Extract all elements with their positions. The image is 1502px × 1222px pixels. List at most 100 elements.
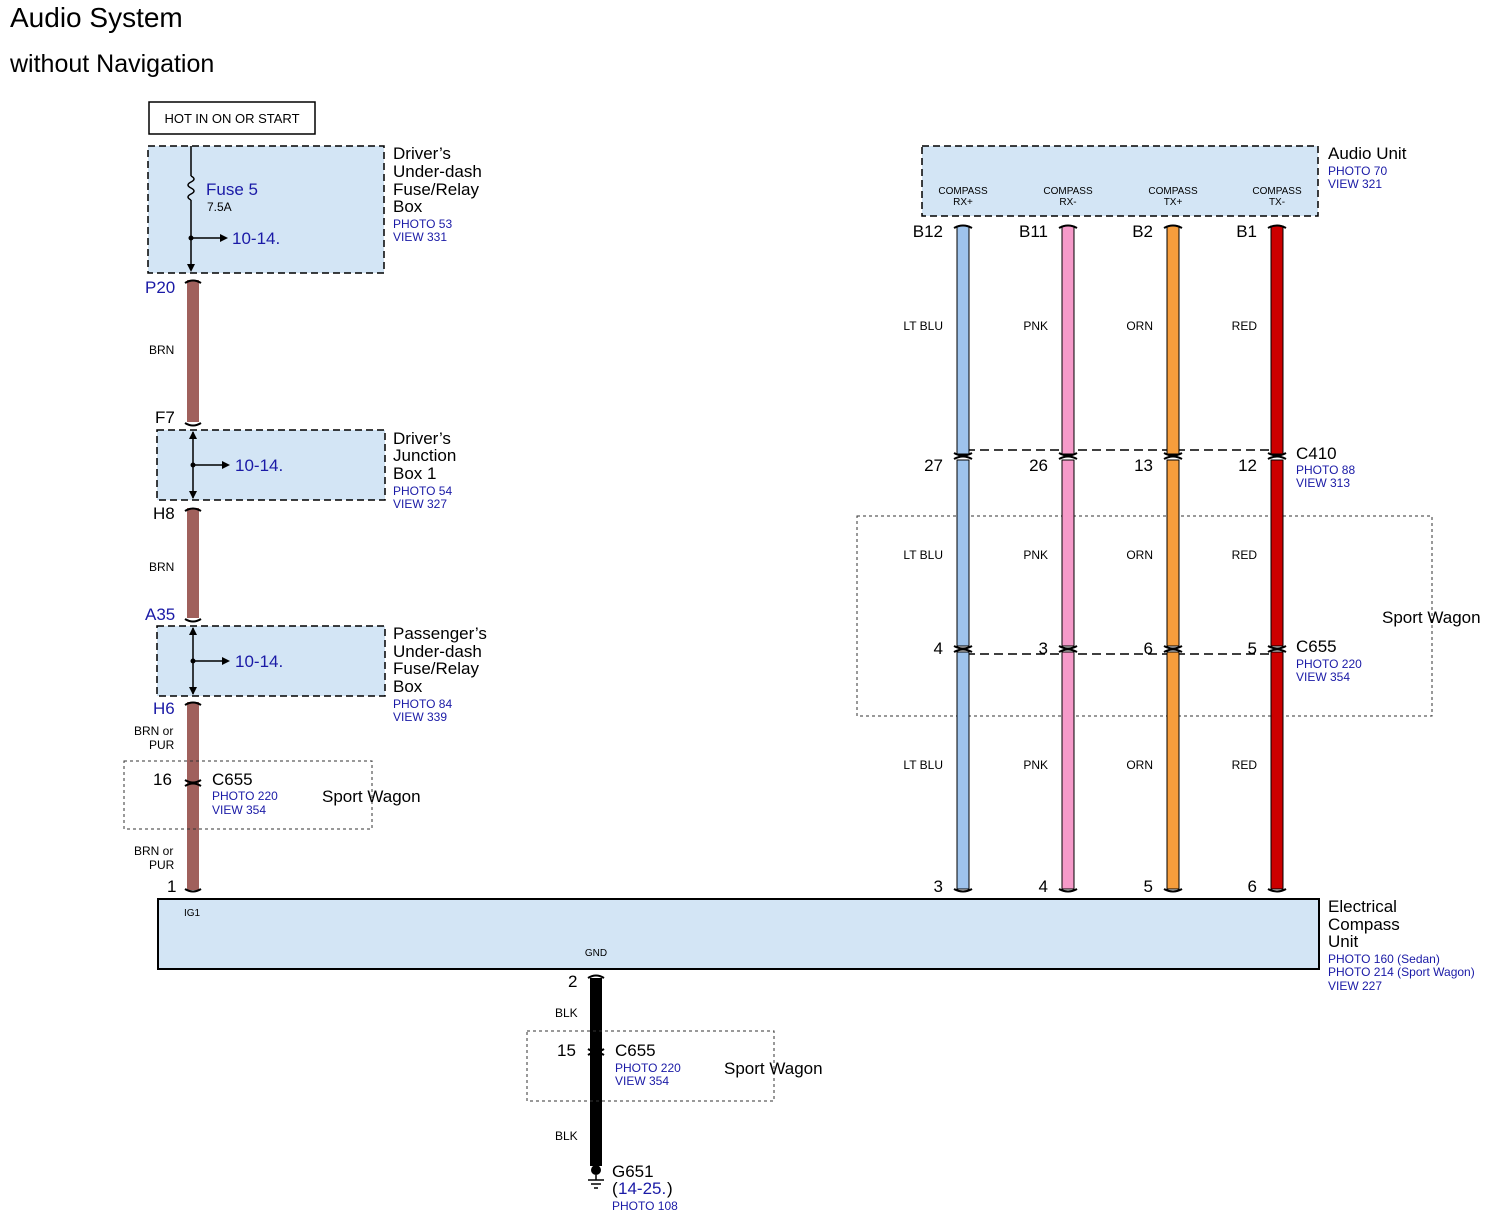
compass-pin-red: 6 xyxy=(1248,877,1257,896)
wire-lt-blu-seg-1 xyxy=(956,225,970,455)
sport-wagon-region-ground xyxy=(526,1030,775,1102)
compass-unit-name-1: Electrical xyxy=(1328,897,1397,916)
c655-ground-name: C655 xyxy=(615,1041,656,1060)
compass-gnd-terminal: GND xyxy=(585,948,607,959)
connector-symbol-pnk-5 xyxy=(1058,648,1078,653)
c410-view-link[interactable]: VIEW 313 xyxy=(1296,476,1350,490)
wire-brn-pur xyxy=(187,702,199,890)
wire-label-orn-2: ORN xyxy=(1126,548,1153,562)
audio-unit-view-link[interactable]: VIEW 321 xyxy=(1328,177,1382,191)
sport-wagon-region-signal xyxy=(856,515,1433,717)
audio-pin-pnk: B11 xyxy=(1019,222,1048,241)
c655-pin-orn: 6 xyxy=(1144,639,1153,658)
connector-symbol-lt-blu-3 xyxy=(953,455,973,460)
compass-ig1-terminal: IG1 xyxy=(184,908,201,919)
compass-view-link[interactable]: VIEW 227 xyxy=(1328,979,1382,993)
junction-name-3: Box 1 xyxy=(393,464,436,483)
connector-symbols-power xyxy=(184,279,202,893)
ground-photo-link[interactable]: PHOTO 108 xyxy=(612,1199,678,1213)
wire-label-red-3: RED xyxy=(1232,758,1258,772)
junction-ref-link[interactable]: 10-14. xyxy=(235,456,283,475)
wire-label-orn-3: ORN xyxy=(1126,758,1153,772)
wire-orn-seg-2 xyxy=(1166,459,1180,647)
fuse-box-view-link[interactable]: VIEW 331 xyxy=(393,230,447,244)
sport-wagon-region-power xyxy=(123,760,373,830)
c655-ground-pin: 15 xyxy=(557,1041,576,1060)
connector-symbol-orn-6 xyxy=(1163,888,1183,893)
wire-label-red-1: RED xyxy=(1232,319,1258,333)
wire-label-lt-blu-3: LT BLU xyxy=(903,758,943,772)
wire-label-pnk-3: PNK xyxy=(1023,758,1048,772)
wire-orn-seg-1 xyxy=(1166,225,1180,455)
driver-fuse-box xyxy=(147,145,385,274)
connector-symbol-pnk-3 xyxy=(1058,455,1078,460)
compass-photo-wagon-link[interactable]: PHOTO 214 (Sport Wagon) xyxy=(1328,965,1475,979)
junction-view-link[interactable]: VIEW 327 xyxy=(393,497,447,511)
wire-label-pnk-1: PNK xyxy=(1023,319,1048,333)
wire-label-lt-blu-2: LT BLU xyxy=(903,548,943,562)
audio-unit-box xyxy=(921,145,1319,217)
connector-symbol-red-5 xyxy=(1267,648,1287,653)
pin-f7: F7 xyxy=(155,408,175,427)
connector-symbol-lt-blu-1 xyxy=(953,224,973,229)
pin-h8: H8 xyxy=(153,504,175,523)
compass-unit-box xyxy=(157,898,1320,970)
c655-ground-photo-link[interactable]: PHOTO 220 xyxy=(615,1061,681,1075)
c655-signal-photo-link[interactable]: PHOTO 220 xyxy=(1296,657,1362,671)
fuse-box-name-4: Box xyxy=(393,197,423,216)
fuse-rating: 7.5A xyxy=(207,200,232,214)
fuse-ref-link[interactable]: 10-14. xyxy=(232,229,280,248)
pin-a35: A35 xyxy=(145,605,175,624)
fuse-name: Fuse 5 xyxy=(206,180,258,199)
wire-label-red-2: RED xyxy=(1232,548,1258,562)
c655-pin-lt-blu: 4 xyxy=(934,639,943,658)
page-subtitle: without Navigation xyxy=(10,50,215,78)
c655-ground-view-link[interactable]: VIEW 354 xyxy=(615,1074,669,1088)
page-title: Audio System xyxy=(10,2,183,33)
wire-brn-2 xyxy=(187,508,199,618)
c410-photo-link[interactable]: PHOTO 88 xyxy=(1296,463,1355,477)
c410-pin-pnk: 26 xyxy=(1029,456,1048,475)
c655-pin-red: 5 xyxy=(1248,639,1257,658)
fuse-box-name-3: Fuse/Relay xyxy=(393,180,479,199)
audio-terminal-pnk-bottom: RX- xyxy=(1059,197,1076,208)
connector-symbol-orn-1 xyxy=(1163,224,1183,229)
audio-unit-photo-link[interactable]: PHOTO 70 xyxy=(1328,164,1387,178)
junction-name-1: Driver’s xyxy=(393,429,451,448)
junction-photo-link[interactable]: PHOTO 54 xyxy=(393,484,452,498)
wire-label-brn-2: BRN xyxy=(149,560,174,574)
compass-photo-sedan-link[interactable]: PHOTO 160 (Sedan) xyxy=(1328,952,1440,966)
wire-red-seg-1 xyxy=(1270,225,1284,455)
c655-signal-note: Sport Wagon xyxy=(1382,608,1481,627)
c655-ground-note: Sport Wagon xyxy=(724,1059,823,1078)
passenger-view-link[interactable]: VIEW 339 xyxy=(393,710,447,724)
pin-unit-ig1: 1 xyxy=(167,877,176,896)
passenger-photo-link[interactable]: PHOTO 84 xyxy=(393,697,452,711)
connector-symbol-red-1 xyxy=(1267,224,1287,229)
passenger-name-4: Box xyxy=(393,677,423,696)
ground-ref-link[interactable]: 14-25. xyxy=(618,1179,666,1198)
audio-terminal-lt-blu-top: COMPASS xyxy=(938,186,988,197)
wire-red-seg-3 xyxy=(1270,651,1284,890)
wire-brn-1 xyxy=(187,280,199,422)
wire-label-brn-pur-1a: BRN or xyxy=(134,724,173,738)
ground-name: G651 xyxy=(612,1162,654,1181)
passenger-name-3: Fuse/Relay xyxy=(393,659,479,678)
connector-symbol-lt-blu-5 xyxy=(953,648,973,653)
c655-power-photo-link[interactable]: PHOTO 220 xyxy=(212,789,278,803)
passenger-ref-link[interactable]: 10-14. xyxy=(235,652,283,671)
hot-in-label-box xyxy=(148,101,316,135)
wire-label-pnk-2: PNK xyxy=(1023,548,1048,562)
arrow-right-icon xyxy=(220,234,228,242)
audio-terminal-red-top: COMPASS xyxy=(1252,186,1302,197)
c655-signal-view-link[interactable]: VIEW 354 xyxy=(1296,670,1350,684)
c655-power-view-link[interactable]: VIEW 354 xyxy=(212,803,266,817)
compass-unit-name-3: Unit xyxy=(1328,932,1359,951)
wire-label-brn-pur-2a: BRN or xyxy=(134,844,173,858)
connector-symbol-orn-5 xyxy=(1163,648,1183,653)
wire-pnk-seg-3 xyxy=(1061,651,1075,890)
fuse-box-photo-link[interactable]: PHOTO 53 xyxy=(393,217,452,231)
pin-p20: P20 xyxy=(145,278,175,297)
wire-lt-blu-seg-3 xyxy=(956,651,970,890)
